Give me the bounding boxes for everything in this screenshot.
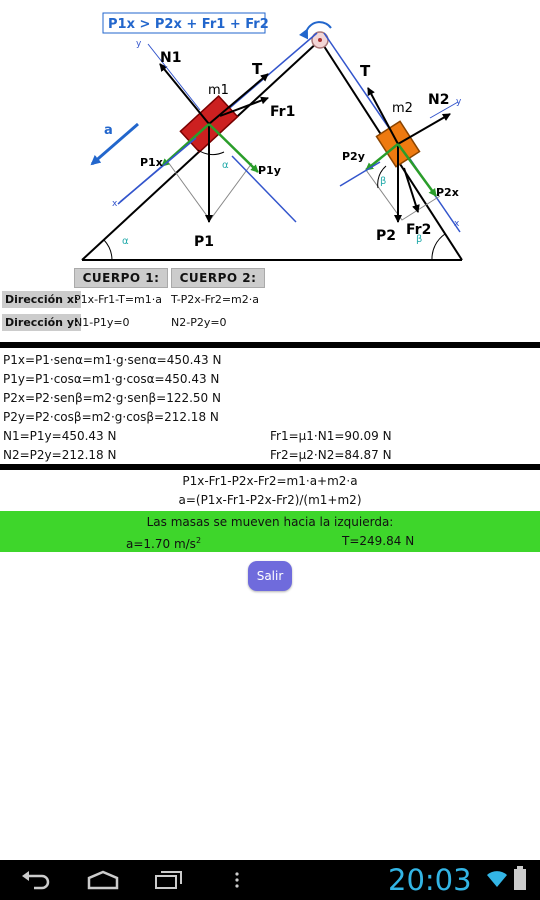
battery-icon xyxy=(514,866,526,890)
body1-y-equation: N1-P1y=0 xyxy=(74,316,130,329)
n1-result: N1=P1y=450.43 N xyxy=(3,429,117,443)
body2-x-equation: T-P2x-Fr2=m2·a xyxy=(171,293,260,306)
label-p1x: P1x xyxy=(140,156,163,169)
menu-icon[interactable] xyxy=(234,872,240,888)
label-x-1: x xyxy=(112,199,118,209)
fr2-result: Fr2=μ2·N2=84.87 N xyxy=(270,448,392,462)
body1-x-equation: P1x-Fr1-T=m1·a xyxy=(74,293,163,306)
label-alpha-2: α xyxy=(122,236,129,247)
label-p2x: P2x xyxy=(436,186,459,199)
result-message: Las masas se mueven hacia la izquierda: xyxy=(146,515,394,529)
direction-x-label: Dirección x: xyxy=(2,291,82,308)
system-bar xyxy=(0,860,540,900)
tab-cuerpo-2[interactable]: CUERPO 2: xyxy=(171,268,265,288)
label-fr2: Fr2 xyxy=(406,222,431,238)
acceleration-exponent: 2 xyxy=(195,536,202,545)
label-p2: P2 xyxy=(376,228,396,244)
t2-vector xyxy=(367,87,399,145)
label-beta-1: β xyxy=(380,176,386,187)
label-x-2: x xyxy=(454,219,460,229)
fr1-result: Fr1=μ1·N1=90.09 N xyxy=(270,429,392,443)
p2x-result: P2x=P2·senβ=m2·g·senβ=122.50 N xyxy=(3,391,221,405)
p2y-result: P2y=P2·cosβ=m2·g·cosβ=212.18 N xyxy=(3,410,219,424)
label-m1: m1 xyxy=(208,83,229,98)
label-y-1: y xyxy=(136,39,142,49)
angle-beta-arc xyxy=(431,233,446,261)
divider-1 xyxy=(0,342,540,348)
label-a: a xyxy=(104,123,113,138)
label-y-2: y xyxy=(456,97,462,107)
tab-cuerpo-1[interactable]: CUERPO 1: xyxy=(74,268,168,288)
acceleration-formula: a=(P1x-Fr1-P2x-Fr2)/(m1+m2) xyxy=(178,493,362,507)
p1x-vector xyxy=(161,123,210,167)
fr1-vector xyxy=(219,96,269,117)
label-fr1: Fr1 xyxy=(270,104,295,120)
n2-vector xyxy=(397,113,451,145)
result-panel: Las masas se mueven hacia la izquierda: … xyxy=(0,511,540,552)
body2-y-equation: N2-P2y=0 xyxy=(171,316,227,329)
pulley-rotation-arrow xyxy=(299,21,332,40)
label-n1: N1 xyxy=(160,50,181,66)
divider-2 xyxy=(0,464,540,470)
p1y-result: P1y=P1·cosα=m1·g·cosα=450.43 N xyxy=(3,372,220,386)
condition-text: P1x > P2x + Fr1 + Fr2 xyxy=(108,17,269,32)
n1-vector xyxy=(159,63,210,125)
n2-result: N2=P2y=212.18 N xyxy=(3,448,117,462)
status-clock: 20:03 xyxy=(388,863,472,897)
t1-vector xyxy=(208,73,269,125)
sum-equation: P1x-Fr1-P2x-Fr2=m1·a+m2·a xyxy=(182,474,358,488)
inclined-planes-diagram: P1x > P2x + Fr1 + Fr2 N1 m1 T Fr1 a P1x … xyxy=(81,12,463,261)
wifi-icon xyxy=(487,871,507,887)
label-p1: P1 xyxy=(194,234,214,250)
label-p2y: P2y xyxy=(342,150,365,163)
acceleration-value: a=1.70 m/s2 xyxy=(126,536,202,551)
label-beta-2: β xyxy=(416,234,422,245)
p2y-vector xyxy=(365,143,399,171)
p1x-result: P1x=P1·senα=m1·g·senα=450.43 N xyxy=(3,353,222,367)
acceleration-arrow xyxy=(90,122,139,166)
salir-button[interactable]: Salir xyxy=(248,561,292,591)
p2x-vector xyxy=(396,143,438,197)
direction-y-label: Dirección y: xyxy=(2,314,82,331)
recent-apps-icon[interactable] xyxy=(154,870,184,890)
label-t2: T xyxy=(360,62,371,80)
tension-value: T=249.84 N xyxy=(342,534,415,548)
back-icon[interactable] xyxy=(20,870,50,890)
label-alpha-1: α xyxy=(222,160,229,171)
label-m2: m2 xyxy=(392,101,413,116)
angle-alpha-arc xyxy=(103,239,113,261)
p1y-vector xyxy=(208,123,259,173)
label-p1y: P1y xyxy=(258,164,281,177)
fr2-vector xyxy=(403,167,420,213)
home-icon[interactable] xyxy=(86,870,120,890)
condition-box xyxy=(102,12,266,34)
label-t1: T xyxy=(252,60,263,78)
label-n2: N2 xyxy=(428,92,449,108)
